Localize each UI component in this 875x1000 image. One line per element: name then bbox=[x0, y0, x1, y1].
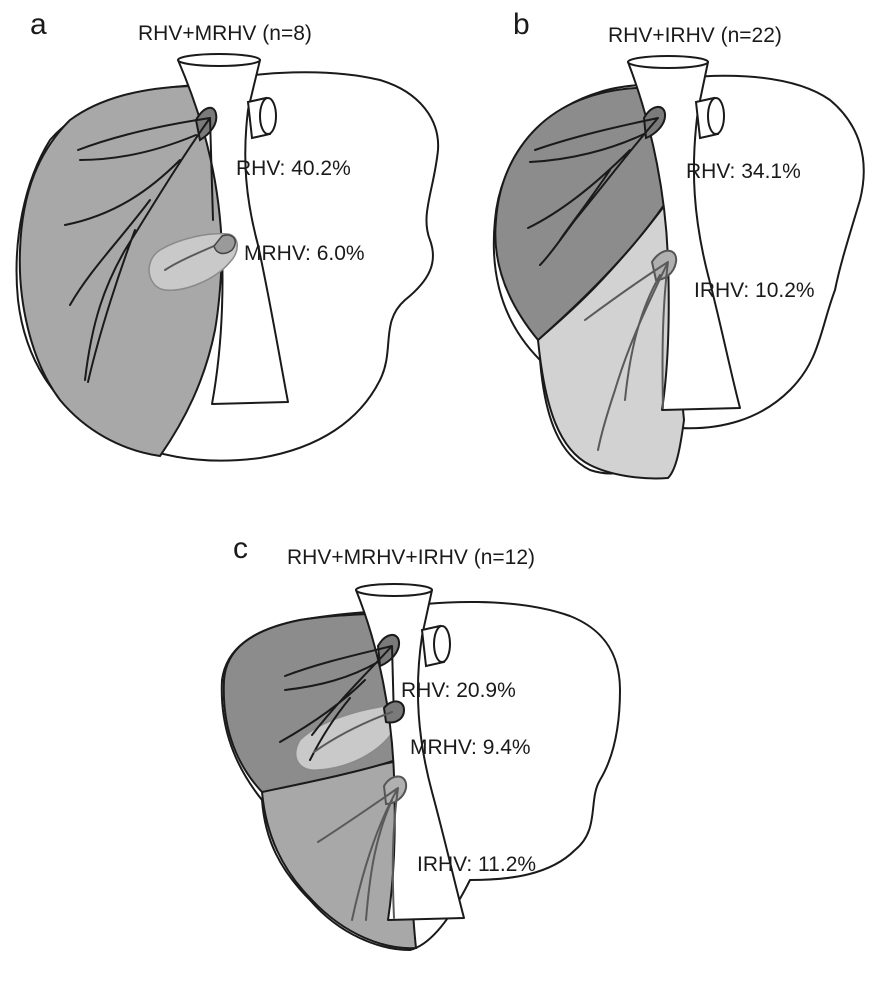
panel-a-mrhv-label: MRHV: 6.0% bbox=[244, 242, 365, 265]
panel-b-ivc-top bbox=[628, 56, 708, 68]
panel-c-vessel-stub bbox=[422, 626, 450, 666]
panel-c-mrhv-label: MRHV: 9.4% bbox=[410, 736, 531, 759]
panel-c: c RHV+MRHV+IRHV (n=12) RHV: 20.9% MRHV: … bbox=[222, 532, 620, 950]
panel-c-ivc-top bbox=[356, 584, 432, 596]
panel-b-irhv-label: IRHV: 10.2% bbox=[694, 279, 815, 302]
panel-a-ivc-top bbox=[178, 54, 260, 66]
panel-c-rhv-label: RHV: 20.9% bbox=[401, 679, 516, 702]
panel-c-title: RHV+MRHV+IRHV (n=12) bbox=[287, 546, 535, 569]
panel-b-vessel-stub bbox=[696, 98, 724, 138]
panel-a-title: RHV+MRHV (n=8) bbox=[138, 22, 312, 45]
panel-c-letter: c bbox=[233, 532, 248, 565]
panel-c-irhv-label: IRHV: 11.2% bbox=[417, 853, 536, 876]
panel-b-rhv-label: RHV: 34.1% bbox=[686, 160, 801, 183]
panel-b: b RHV+IRHV (n=22) RHV: 34.1% IRHV: 10.2% bbox=[494, 8, 864, 478]
panel-a-vessel-stub bbox=[248, 98, 276, 138]
panel-b-title: RHV+IRHV (n=22) bbox=[608, 24, 782, 47]
panel-c-mrhv-trunk bbox=[384, 701, 404, 722]
panel-b-letter: b bbox=[513, 8, 530, 41]
panel-a-rhv-label: RHV: 40.2% bbox=[236, 157, 351, 180]
panel-a: a RHV+MRHV (n=8) RHV: 40.2% MRHV: 6.0% bbox=[17, 8, 439, 461]
panel-a-letter: a bbox=[30, 8, 47, 41]
